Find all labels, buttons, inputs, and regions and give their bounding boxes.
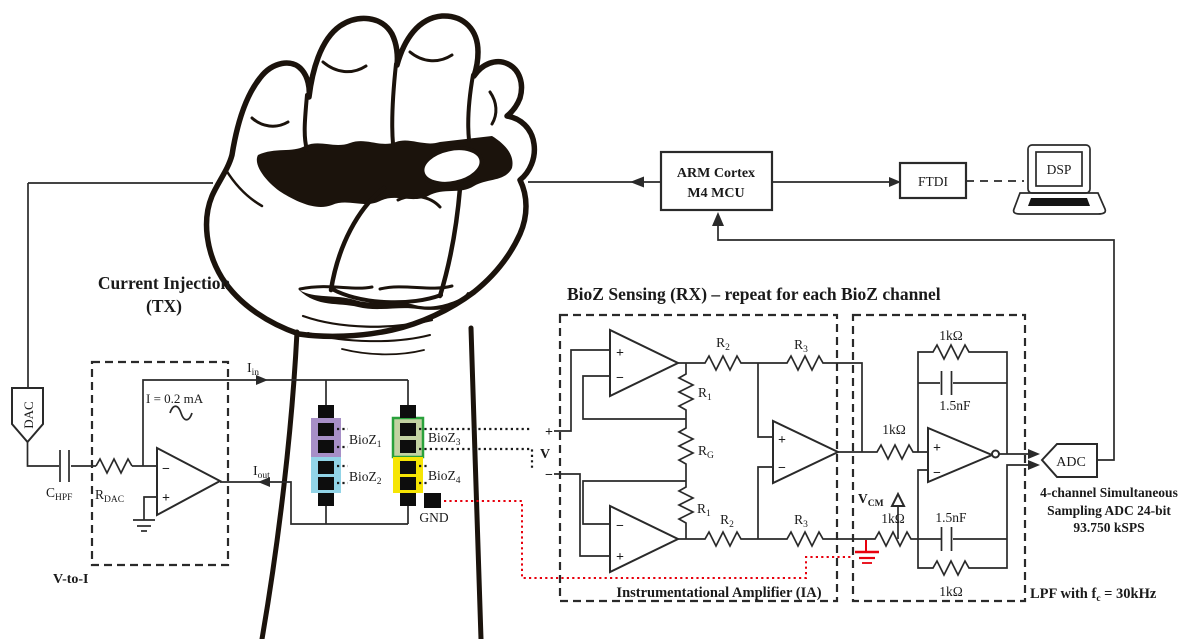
lpf-c-top-label: 1.5nF xyxy=(939,398,971,413)
bioz2-label: BioZ2 xyxy=(349,469,382,487)
rx-section: BioZ Sensing (RX) – repeat for each BioZ… xyxy=(540,284,941,603)
r1-top-label: R1 xyxy=(698,385,712,403)
ftdi-label: FTDI xyxy=(918,174,949,189)
rg-label: RG xyxy=(698,443,714,461)
iout-label: Iout xyxy=(253,464,270,481)
dsp-label: DSP xyxy=(1047,162,1072,177)
input-plus: + xyxy=(545,425,553,440)
ia-bottom-opamp xyxy=(609,504,681,574)
gnd-label: GND xyxy=(419,510,448,525)
tx-opamp xyxy=(156,446,223,517)
rdac-resistor xyxy=(95,457,133,475)
svg-text:+: + xyxy=(616,550,624,565)
lpf-rin-bottom-label: 1kΩ xyxy=(881,511,905,526)
tx-subtitle: (TX) xyxy=(146,296,182,316)
adc-desc-2: Sampling ADC 24-bit xyxy=(1047,503,1171,518)
bioz1-label: BioZ1 xyxy=(349,432,382,450)
vcm-label: VCM xyxy=(858,491,884,509)
wrist-crease-band xyxy=(299,290,471,310)
fist-illustration xyxy=(203,13,538,639)
electrode-array: BioZ1 BioZ2 BioZ3 BioZ4 GND xyxy=(311,380,851,579)
ia-diff-opamp xyxy=(772,419,841,485)
lpf-r-bottom-label: 1kΩ xyxy=(939,584,963,599)
v-to-i-label: V-to-I xyxy=(53,572,89,587)
mcu-line1: ARM Cortex xyxy=(677,166,755,181)
tx-opamp-plus: + xyxy=(162,491,170,506)
gnd-red-dotted xyxy=(444,500,851,579)
svg-text:−: − xyxy=(778,461,786,476)
ia-dashed-box xyxy=(558,313,839,603)
behind-fist-wires xyxy=(28,176,661,188)
v-to-i-dashed-box xyxy=(90,360,230,567)
r1-bottom-label: R1 xyxy=(697,501,711,519)
bioz3-label: BioZ3 xyxy=(428,430,461,448)
laptop-icon: DSP xyxy=(1012,144,1107,215)
rdac-label: RDAC xyxy=(95,487,124,505)
r3-top-label: R3 xyxy=(794,337,808,355)
svg-text:−: − xyxy=(616,519,624,534)
dac-block xyxy=(11,387,44,444)
opamp-output-bubble xyxy=(991,449,1000,459)
tx-title: Current Injection xyxy=(98,273,231,293)
host-section: ARM Cortex M4 MCU FTDI DSP xyxy=(659,144,1107,215)
adc-desc-3: 93.750 kSPS xyxy=(1073,520,1144,535)
r2-bottom-label: R2 xyxy=(720,512,734,530)
mcu-line2: M4 MCU xyxy=(687,186,744,201)
ia-top-opamp xyxy=(609,328,681,398)
lpf-opamp xyxy=(927,426,995,484)
iin-label: Iin xyxy=(247,361,259,378)
svg-text:+: + xyxy=(616,346,624,361)
dac-label: DAC xyxy=(21,401,36,428)
electrode-pads xyxy=(318,405,441,508)
svg-text:+: + xyxy=(933,441,941,456)
forearm-left-edge xyxy=(259,329,300,639)
vcm-terminal xyxy=(890,491,906,507)
keyboard-bar xyxy=(1028,198,1090,206)
r3-bottom-label: R3 xyxy=(794,512,808,530)
thumb-tip xyxy=(420,146,484,186)
r2-top-label: R2 xyxy=(716,335,730,353)
lpf-label: LPF with fc = 30kHz xyxy=(1030,586,1157,604)
input-v: V xyxy=(540,447,550,462)
tx-opamp-minus: − xyxy=(162,462,170,477)
input-minus: − xyxy=(545,468,553,483)
svg-text:−: − xyxy=(933,466,941,481)
mcu-block xyxy=(659,150,774,212)
tx-section: Current Injection (TX) V-to-I DAC CHPF R… xyxy=(11,183,408,587)
lpf-c-bottom-label: 1.5nF xyxy=(935,510,967,525)
adc-desc-1: 4-channel Simultaneous xyxy=(1040,485,1178,500)
lpf-rin-top-label: 1kΩ xyxy=(882,422,906,437)
lpf-section: LPF with fc = 30kHz 1kΩ 1.5nF + − VCM 1k… xyxy=(851,313,1157,604)
rx-title: BioZ Sensing (RX) – repeat for each BioZ… xyxy=(567,284,941,304)
chpf-label: CHPF xyxy=(46,485,72,503)
forearm-right-edge xyxy=(468,325,484,639)
lpf-r-top-label: 1kΩ xyxy=(939,328,963,343)
ia-label: Instrumentational Amplifier (IA) xyxy=(616,585,821,601)
svg-text:−: − xyxy=(616,371,624,386)
arrow-to-fist xyxy=(630,176,644,188)
sine-icon xyxy=(169,405,193,421)
adc-section: ADC 4-channel Simultaneous Sampling ADC … xyxy=(712,212,1178,535)
current-value-label: I = 0.2 mA xyxy=(146,391,204,406)
svg-text:+: + xyxy=(778,433,786,448)
adc-label: ADC xyxy=(1056,455,1086,470)
bioz4-label: BioZ4 xyxy=(428,468,461,486)
gnd-pad xyxy=(424,493,441,508)
lpf-dashed-box xyxy=(851,313,1027,603)
fist-outline xyxy=(203,13,538,340)
